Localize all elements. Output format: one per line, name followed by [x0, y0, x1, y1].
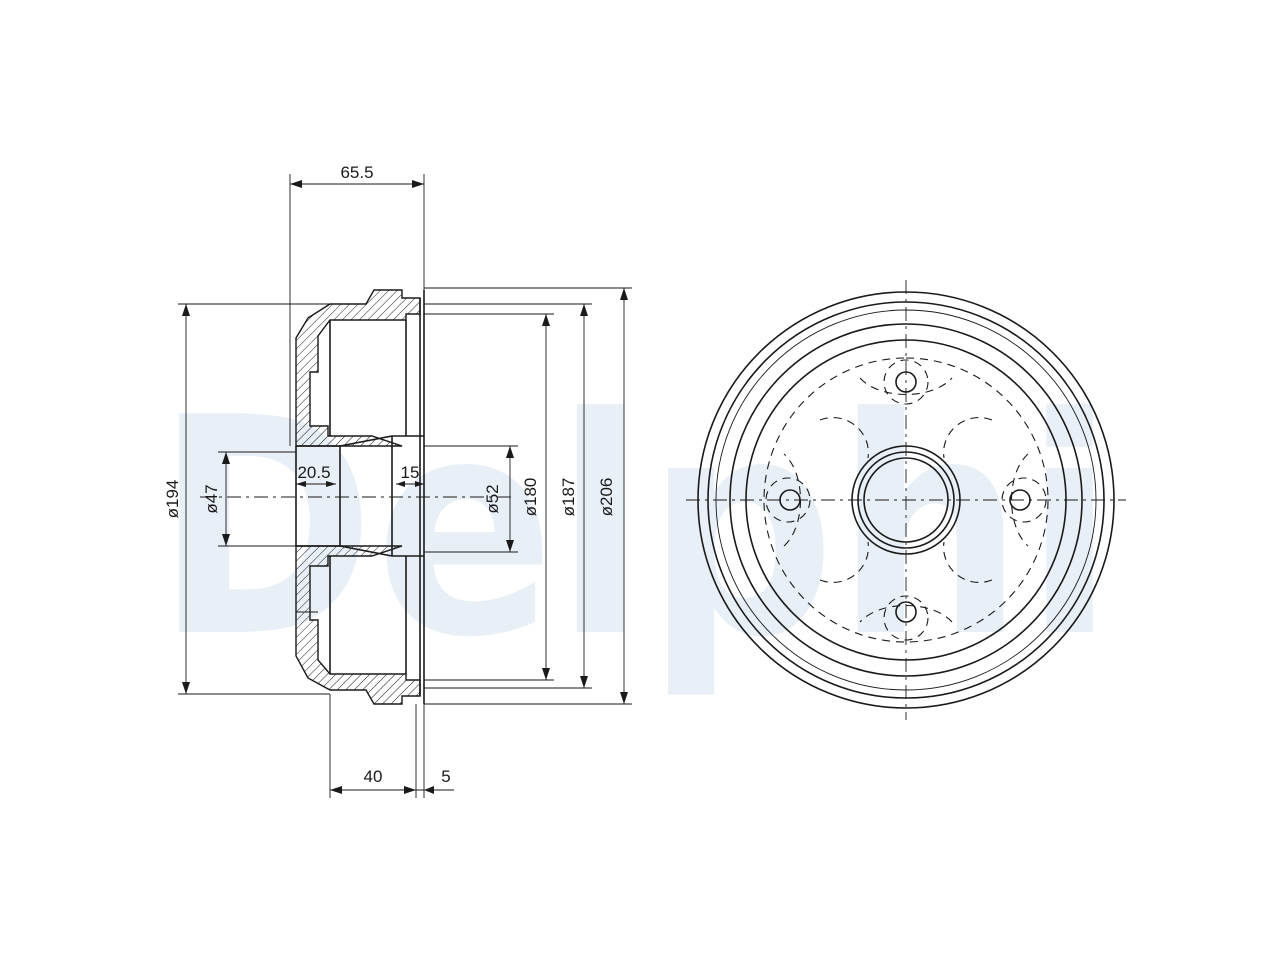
dim-rim-outer-dia: ø206	[597, 478, 616, 517]
front-view	[686, 280, 1126, 720]
dim-braking-surface-dia: ø180	[521, 478, 540, 517]
dim-flange-thickness: 5	[441, 767, 450, 786]
upper-wall-section	[295, 289, 421, 447]
dim-hub-offset: 40	[364, 767, 383, 786]
dim-flange-width: 15	[401, 463, 420, 482]
dim-hub-step: 20.5	[297, 463, 330, 482]
dim-drum-outer-dia: ø194	[163, 480, 182, 519]
dim-hub-bore-dia: ø47	[202, 484, 221, 513]
stud-hole-bottom	[895, 601, 917, 623]
dim-overall-depth: 65.5	[340, 163, 373, 182]
dim-rim-inner-dia: ø187	[559, 478, 578, 517]
section-dimensions: 65.5 ø194 ø47 20.5 15 ø52	[163, 163, 632, 798]
dim-center-bore-dia: ø52	[483, 484, 502, 513]
section-view	[200, 289, 512, 705]
lower-wall-section	[295, 545, 421, 705]
